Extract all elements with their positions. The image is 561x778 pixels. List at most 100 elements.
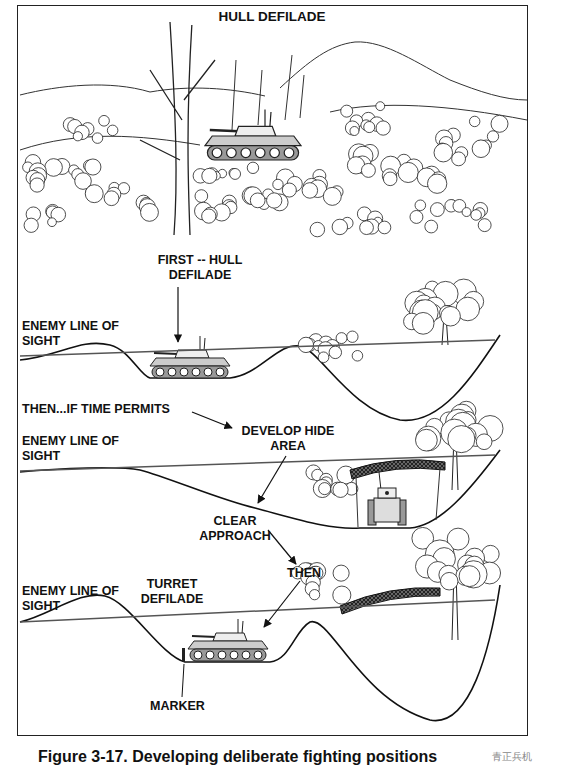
line-of-sight-label: ENEMY LINE OF SIGHT — [22, 319, 137, 349]
foliage — [376, 121, 390, 135]
antenna — [200, 336, 201, 351]
foliage — [469, 116, 479, 126]
foliage — [376, 102, 385, 111]
foliage — [345, 121, 359, 135]
foliage — [85, 185, 103, 203]
road-wheel — [284, 148, 294, 158]
bush — [85, 182, 158, 221]
marker-stake — [182, 648, 185, 662]
foliage — [107, 125, 118, 136]
foliage — [350, 126, 359, 135]
road-wheel — [212, 148, 222, 158]
foliage — [434, 143, 453, 162]
leader-arrow — [264, 581, 300, 627]
mid-hills — [20, 105, 527, 150]
vehicle-front-view — [368, 472, 406, 525]
foliage — [319, 483, 331, 495]
road-wheel — [180, 368, 188, 376]
ground-fill — [20, 585, 500, 733]
foliage — [202, 209, 216, 223]
leader-arrow — [192, 412, 232, 428]
hull — [150, 358, 230, 366]
line-of-sight — [20, 455, 495, 471]
foliage — [398, 162, 418, 182]
foliage — [85, 159, 101, 175]
foliage — [195, 190, 208, 203]
foliage — [347, 331, 358, 342]
foliage — [329, 346, 341, 358]
road-wheel — [270, 148, 280, 158]
bush — [412, 527, 501, 590]
leader-arrow — [258, 456, 286, 503]
callout-label: THEN — [287, 566, 347, 581]
road-wheel — [218, 651, 226, 659]
foliage — [410, 210, 423, 223]
foliage — [310, 222, 325, 237]
callout-label: TURRET DEFILADE — [132, 577, 212, 607]
mountain — [280, 42, 527, 100]
figure-caption: Figure 3-17. Developing deliberate fight… — [38, 747, 437, 766]
line-of-sight — [20, 340, 495, 356]
foliage — [73, 132, 82, 141]
antenna — [379, 472, 381, 490]
hull — [188, 641, 268, 649]
antenna — [264, 110, 265, 128]
tank — [150, 336, 230, 378]
foliage — [471, 210, 482, 221]
tank — [188, 619, 268, 661]
foliage — [48, 218, 57, 227]
leader-arrow — [177, 287, 178, 342]
foliage — [425, 220, 438, 233]
road-wheel — [216, 368, 224, 376]
foliage — [267, 193, 282, 208]
road-wheel — [254, 651, 262, 659]
road-wheel — [194, 651, 202, 659]
track — [207, 146, 298, 160]
gun — [154, 353, 178, 354]
tree — [412, 527, 501, 640]
tree — [404, 279, 484, 345]
bush — [341, 102, 391, 136]
road-wheel — [206, 651, 214, 659]
foliage — [478, 219, 491, 232]
leader-arrow — [268, 530, 296, 564]
foliage — [45, 159, 63, 177]
foliage — [323, 187, 341, 205]
ground-profile — [20, 450, 500, 528]
foliage — [430, 203, 444, 217]
foliage — [441, 306, 461, 326]
watermark: 青正兵机 — [492, 751, 552, 763]
foliage — [273, 179, 283, 189]
foliage — [448, 426, 475, 453]
foliage — [309, 590, 319, 600]
bush — [310, 207, 391, 237]
callout-label: CLEAR APPROACH — [195, 514, 275, 544]
foliage — [364, 122, 375, 133]
foliage — [487, 131, 498, 142]
ground-fill — [20, 335, 500, 420]
foliage — [30, 178, 44, 192]
foliage — [412, 312, 434, 334]
foliage — [440, 572, 458, 590]
foliage — [416, 429, 438, 451]
foliage — [333, 482, 348, 497]
foliage — [360, 221, 374, 235]
bush — [258, 169, 343, 211]
road-wheel — [156, 368, 164, 376]
callout-label: FIRST -- HULL DEFILADE — [150, 253, 250, 283]
net-poles — [356, 468, 440, 527]
figure-border — [18, 6, 528, 736]
foliage — [99, 115, 110, 126]
line-of-sight-label: ENEMY LINE OF SIGHT — [22, 434, 137, 464]
figure-heading: HULL DEFILADE — [172, 9, 372, 25]
track — [152, 366, 228, 378]
callout-label: THEN...IF TIME PERMITS — [22, 402, 222, 417]
hull-defilade-scene — [20, 22, 527, 237]
camouflage-net — [350, 460, 445, 479]
foliage — [230, 168, 241, 179]
bush — [24, 204, 66, 232]
bush — [63, 115, 118, 143]
foliage — [415, 200, 426, 211]
line-of-sight-label: ENEMY LINE OF SIGHT — [22, 584, 137, 614]
